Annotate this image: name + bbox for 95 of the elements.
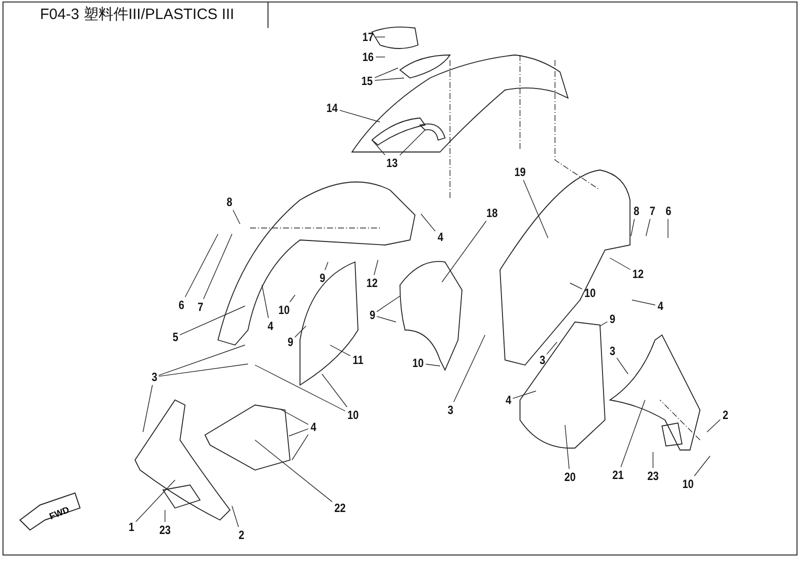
callout-number: 8 bbox=[632, 204, 640, 218]
leader-line bbox=[564, 424, 570, 470]
leader-line bbox=[290, 294, 296, 302]
leader-line bbox=[442, 220, 487, 282]
callout-number: 11 bbox=[351, 353, 365, 367]
leader-line bbox=[179, 306, 246, 336]
callout-number: 15 bbox=[360, 74, 374, 88]
callout-number: 23 bbox=[646, 469, 660, 483]
leader-line bbox=[420, 214, 436, 232]
callout-number: 4 bbox=[504, 393, 512, 407]
leader-line bbox=[330, 344, 351, 356]
callout-number: 10 bbox=[277, 303, 291, 317]
callout-number: 9 bbox=[318, 271, 326, 285]
leader-line bbox=[523, 180, 548, 238]
leader-line bbox=[142, 384, 153, 432]
leader-line bbox=[324, 262, 328, 270]
callout-number: 18 bbox=[485, 206, 499, 220]
leader-line bbox=[339, 110, 380, 122]
leader-line bbox=[158, 364, 248, 377]
callout-number: 9 bbox=[608, 312, 616, 326]
leader-line bbox=[294, 326, 306, 338]
leader-line bbox=[610, 258, 631, 270]
callout-number: 20 bbox=[563, 470, 577, 484]
leader-line bbox=[630, 218, 635, 236]
callout-number: 17 bbox=[361, 30, 375, 44]
leader-line bbox=[694, 456, 710, 476]
leader-line bbox=[280, 408, 309, 425]
leader-line bbox=[376, 296, 400, 312]
leader-line bbox=[374, 78, 404, 81]
leader-line bbox=[158, 344, 246, 376]
leader-line bbox=[620, 400, 646, 468]
leader-line bbox=[254, 364, 346, 412]
callout-number: 12 bbox=[631, 267, 645, 281]
callout-number: 9 bbox=[286, 335, 294, 349]
callout-number: 16 bbox=[361, 50, 375, 64]
leader-line bbox=[616, 358, 628, 374]
leader-line bbox=[292, 434, 309, 460]
leader-line bbox=[135, 480, 176, 522]
callout-number: 5 bbox=[171, 330, 179, 344]
leader-line bbox=[425, 364, 440, 366]
callout-number: 4 bbox=[309, 420, 317, 434]
callout-number: 10 bbox=[411, 356, 425, 370]
leader-line bbox=[453, 334, 486, 402]
leader-line bbox=[288, 428, 309, 436]
leader-line bbox=[399, 130, 426, 156]
callout-number: 19 bbox=[513, 165, 527, 179]
leader-line bbox=[203, 234, 232, 300]
callout-number: 3 bbox=[446, 403, 454, 417]
leader-line bbox=[646, 218, 650, 236]
callout-number: 4 bbox=[436, 230, 444, 244]
callout-number: 21 bbox=[611, 468, 625, 482]
leader-line bbox=[164, 510, 166, 522]
leader-line bbox=[375, 56, 386, 58]
leader-line bbox=[375, 36, 386, 38]
callout-number: 12 bbox=[365, 276, 379, 290]
leader-line bbox=[184, 234, 218, 298]
callout-number: 6 bbox=[664, 204, 672, 218]
leader-line bbox=[262, 284, 269, 318]
leader-line bbox=[322, 374, 348, 408]
callout-number: 9 bbox=[368, 308, 376, 322]
callout-number: 10 bbox=[346, 408, 360, 422]
callout-number: 2 bbox=[721, 408, 729, 422]
leader-line bbox=[232, 210, 240, 224]
leader-line bbox=[546, 342, 558, 355]
leader-line bbox=[600, 321, 608, 326]
callout-number: 7 bbox=[648, 204, 656, 218]
callout-number: 22 bbox=[333, 501, 347, 515]
callout-number: 1 bbox=[127, 520, 135, 534]
callout-number: 2 bbox=[237, 528, 245, 542]
diagram-title: F04-3 塑料件III/PLASTICS III bbox=[40, 6, 234, 24]
callout-number: 14 bbox=[325, 101, 339, 115]
leader-line bbox=[374, 68, 398, 78]
callout-number: 6 bbox=[177, 298, 185, 312]
leader-line bbox=[570, 282, 583, 290]
callout-number: 23 bbox=[158, 523, 172, 537]
leader-line bbox=[706, 419, 721, 432]
direction-label: FWD bbox=[48, 504, 71, 522]
callout-number: 13 bbox=[385, 156, 399, 170]
leader-line bbox=[374, 260, 378, 276]
callout-number: 10 bbox=[681, 477, 695, 491]
leader-line bbox=[254, 440, 333, 502]
callout-number: 4 bbox=[656, 299, 664, 313]
callout-number: 7 bbox=[196, 300, 204, 314]
callout-number: 4 bbox=[266, 319, 274, 333]
callout-number: 3 bbox=[608, 344, 616, 358]
leader-line bbox=[376, 316, 396, 322]
leader-line bbox=[372, 140, 386, 156]
callout-number: 3 bbox=[538, 353, 546, 367]
leader-line bbox=[652, 452, 654, 468]
leader-line bbox=[232, 506, 239, 528]
callout-number: 10 bbox=[583, 286, 597, 300]
callout-number: 3 bbox=[150, 370, 158, 384]
callout-number: 8 bbox=[225, 195, 233, 209]
leader-line bbox=[512, 390, 536, 399]
leader-line bbox=[632, 300, 656, 306]
